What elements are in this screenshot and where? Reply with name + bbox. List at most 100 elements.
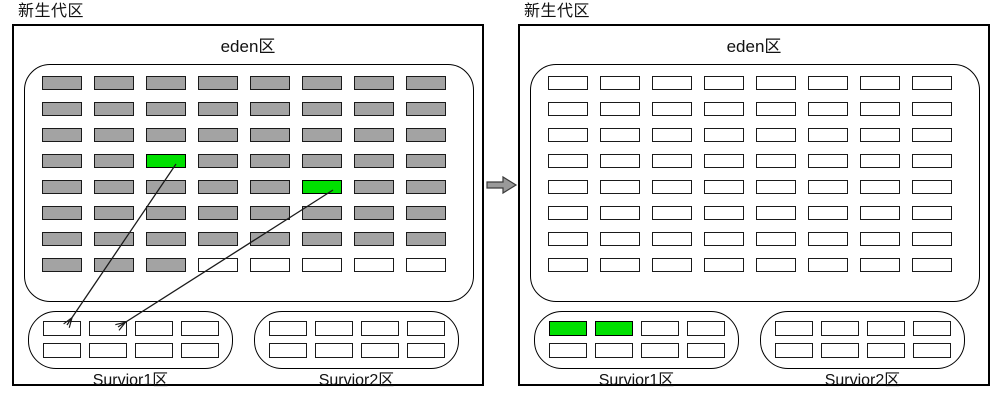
eden-after-cell-r6c2 xyxy=(600,206,640,220)
young-generation-panel-before: eden区 Survior1区 Survior2区 xyxy=(12,24,484,389)
eden-after-cell-r5c5 xyxy=(756,180,796,194)
survivor2-before-cell-r2c3 xyxy=(361,343,399,358)
eden-after-cell-r5c1 xyxy=(548,180,588,194)
survivor2-after-cell-r2c4 xyxy=(913,343,951,358)
survivor2-label-before: Survior2区 xyxy=(318,372,395,389)
eden-after-cell-r6c7 xyxy=(860,206,900,220)
eden-after-cell-r8c4 xyxy=(704,258,744,272)
eden-after-cell-r8c5 xyxy=(756,258,796,272)
eden-before-cell-r7c7 xyxy=(354,232,394,246)
eden-after-cell-r2c5 xyxy=(756,102,796,116)
eden-after-cell-r7c2 xyxy=(600,232,640,246)
eden-after-cell-r4c4 xyxy=(704,154,744,168)
eden-before-cell-r7c6 xyxy=(302,232,342,246)
eden-before-cell-r3c1 xyxy=(42,128,82,142)
eden-before-cell-r3c7 xyxy=(354,128,394,142)
eden-after-cell-r7c7 xyxy=(860,232,900,246)
survivor1-after-cell-r1c1 xyxy=(549,321,587,336)
survivor1-before-cell-r1c3 xyxy=(135,321,173,336)
eden-after-cell-r1c4 xyxy=(704,76,744,90)
eden-before-cell-r7c5 xyxy=(250,232,290,246)
eden-after-cell-r3c3 xyxy=(652,128,692,142)
eden-before-cell-r2c3 xyxy=(146,102,186,116)
eden-after-cell-r3c1 xyxy=(548,128,588,142)
eden-after-cell-r8c1 xyxy=(548,258,588,272)
eden-before-cell-r5c4 xyxy=(198,180,238,194)
survivor2-after-cell-r2c1 xyxy=(775,343,813,358)
eden-before-cell-r6c2 xyxy=(94,206,134,220)
eden-before-cell-r3c3 xyxy=(146,128,186,142)
survivor2-before-cell-r1c3 xyxy=(361,321,399,336)
eden-before-cell-r3c4 xyxy=(198,128,238,142)
eden-area-label-before: eden区 xyxy=(220,37,276,56)
survivor1-after-cell-r1c2 xyxy=(595,321,633,336)
survivor2-label-after: Survior2区 xyxy=(824,372,901,389)
eden-after-cell-r6c6 xyxy=(808,206,848,220)
eden-before-cell-r6c6 xyxy=(302,206,342,220)
eden-after-cell-r4c2 xyxy=(600,154,640,168)
eden-before-cell-r5c1 xyxy=(42,180,82,194)
survivor1-label-before: Survior1区 xyxy=(92,372,169,389)
survivor2-before-cell-r2c2 xyxy=(315,343,353,358)
eden-after-cell-r7c3 xyxy=(652,232,692,246)
eden-after-cell-r2c7 xyxy=(860,102,900,116)
eden-before-cell-r5c7 xyxy=(354,180,394,194)
survivor1-after-cell-r2c3 xyxy=(641,343,679,358)
eden-before-cell-r8c1 xyxy=(42,258,82,272)
survivor1-cell-grid-after xyxy=(549,321,725,358)
eden-before-cell-r4c4 xyxy=(198,154,238,168)
eden-before-cell-r8c7 xyxy=(354,258,394,272)
eden-after-cell-r2c3 xyxy=(652,102,692,116)
eden-before-cell-r5c5 xyxy=(250,180,290,194)
eden-after-cell-r6c8 xyxy=(912,206,952,220)
eden-after-cell-r3c4 xyxy=(704,128,744,142)
eden-after-cell-r6c3 xyxy=(652,206,692,220)
survivor1-before-cell-r1c1 xyxy=(43,321,81,336)
survivor2-after-cell-r1c1 xyxy=(775,321,813,336)
eden-before-cell-r2c5 xyxy=(250,102,290,116)
eden-before-cell-r8c4 xyxy=(198,258,238,272)
survivor2-region-after xyxy=(760,311,965,369)
eden-before-cell-r3c8 xyxy=(406,128,446,142)
survivor2-after-cell-r1c3 xyxy=(867,321,905,336)
survivor2-after-cell-r1c4 xyxy=(913,321,951,336)
eden-before-cell-r4c2 xyxy=(94,154,134,168)
eden-region-before xyxy=(24,64,474,302)
eden-before-cell-r7c2 xyxy=(94,232,134,246)
eden-before-cell-r2c7 xyxy=(354,102,394,116)
eden-before-cell-r8c8 xyxy=(406,258,446,272)
eden-after-cell-r7c4 xyxy=(704,232,744,246)
eden-after-cell-r3c7 xyxy=(860,128,900,142)
eden-after-cell-r8c6 xyxy=(808,258,848,272)
eden-after-cell-r7c6 xyxy=(808,232,848,246)
eden-after-cell-r1c5 xyxy=(756,76,796,90)
eden-before-cell-r1c8 xyxy=(406,76,446,90)
survivor1-after-cell-r1c3 xyxy=(641,321,679,336)
eden-before-cell-r1c4 xyxy=(198,76,238,90)
survivor2-before-cell-r1c2 xyxy=(315,321,353,336)
survivor2-region-before xyxy=(254,311,459,369)
eden-after-cell-r7c1 xyxy=(548,232,588,246)
eden-after-cell-r3c2 xyxy=(600,128,640,142)
eden-after-cell-r8c8 xyxy=(912,258,952,272)
survivor2-cell-grid-before xyxy=(269,321,445,358)
survivor1-label-after: Survior1区 xyxy=(598,372,675,389)
eden-area-label-after: eden区 xyxy=(726,37,782,56)
survivor1-region-before xyxy=(28,311,233,369)
eden-before-cell-r2c8 xyxy=(406,102,446,116)
eden-after-cell-r2c2 xyxy=(600,102,640,116)
eden-after-cell-r1c7 xyxy=(860,76,900,90)
survivor2-before-cell-r2c4 xyxy=(407,343,445,358)
eden-before-cell-r2c6 xyxy=(302,102,342,116)
eden-before-cell-r1c2 xyxy=(94,76,134,90)
eden-after-cell-r5c6 xyxy=(808,180,848,194)
survivor1-after-cell-r2c2 xyxy=(595,343,633,358)
eden-before-cell-r7c8 xyxy=(406,232,446,246)
eden-after-cell-r7c5 xyxy=(756,232,796,246)
survivor1-cell-grid-before xyxy=(43,321,219,358)
eden-before-cell-r6c1 xyxy=(42,206,82,220)
eden-after-cell-r6c4 xyxy=(704,206,744,220)
eden-before-cell-r4c7 xyxy=(354,154,394,168)
eden-before-cell-r4c6 xyxy=(302,154,342,168)
